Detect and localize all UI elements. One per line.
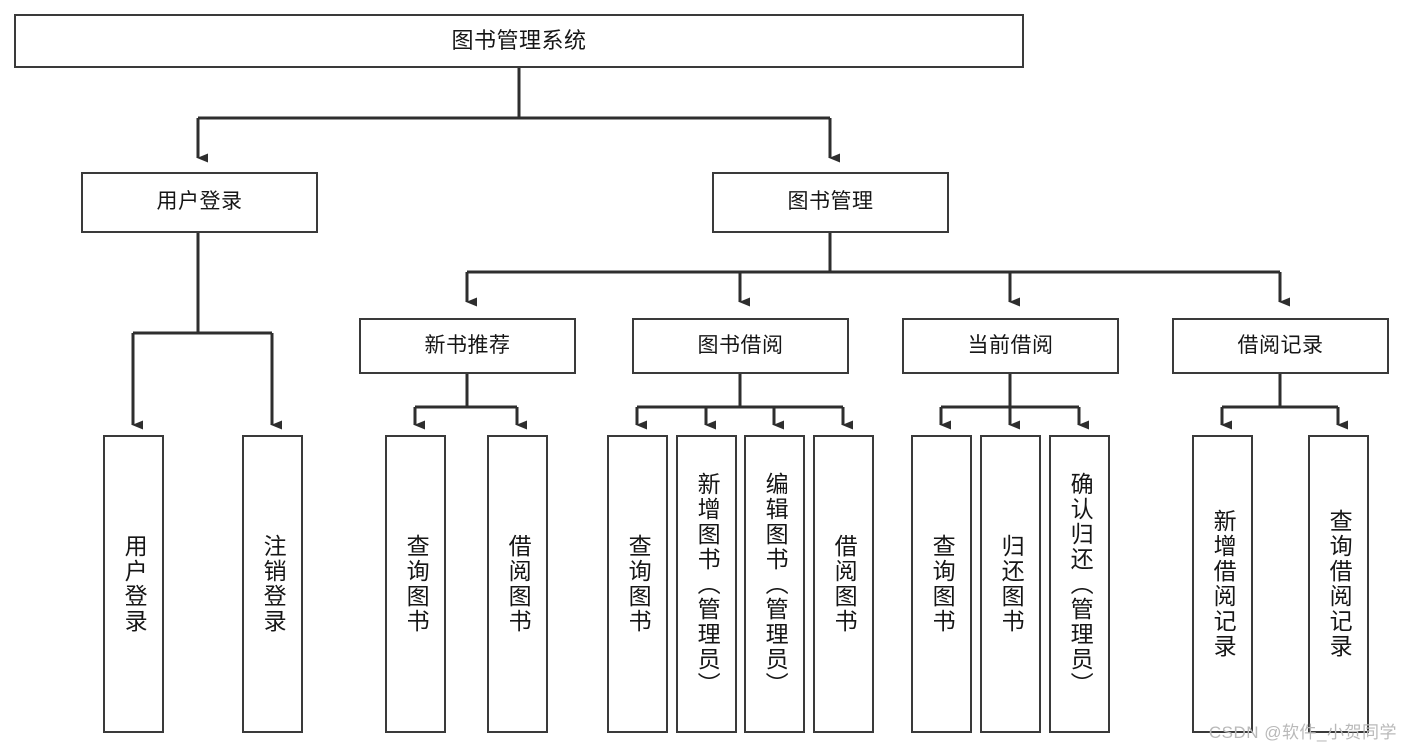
leaf-query-book-1[interactable]: 查询图书 <box>385 435 446 733</box>
leaf-add-book[interactable]: 新增图书（管理员） <box>676 435 737 733</box>
watermark: CSDN @软件_小贺同学 <box>1208 723 1397 742</box>
node-book-management-label: 图书管理 <box>787 190 874 214</box>
node-user-login[interactable]: 用户登录 <box>81 172 318 233</box>
node-root[interactable]: 图书管理系统 <box>14 14 1024 68</box>
node-current-borrow[interactable]: 当前借阅 <box>902 318 1119 374</box>
node-root-label: 图书管理系统 <box>451 28 587 54</box>
node-book-borrow[interactable]: 图书借阅 <box>632 318 849 374</box>
node-borrow-record[interactable]: 借阅记录 <box>1172 318 1389 374</box>
node-book-borrow-label: 图书借阅 <box>697 333 784 357</box>
leaf-return-book[interactable]: 归还图书 <box>980 435 1041 733</box>
leaf-user-login[interactable]: 用户登录 <box>103 435 164 733</box>
node-new-book-recommend-label: 新书推荐 <box>424 333 511 357</box>
leaf-return-book-label: 归还图书 <box>998 534 1025 634</box>
leaf-query-book-2[interactable]: 查询图书 <box>607 435 668 733</box>
leaf-edit-book[interactable]: 编辑图书（管理员） <box>744 435 805 733</box>
node-book-management[interactable]: 图书管理 <box>712 172 949 233</box>
leaf-add-record[interactable]: 新增借阅记录 <box>1192 435 1253 733</box>
node-current-borrow-label: 当前借阅 <box>967 333 1054 357</box>
node-user-login-label: 用户登录 <box>156 190 243 214</box>
leaf-user-login-label: 用户登录 <box>121 534 148 634</box>
leaf-confirm-return-label: 确认归还（管理员） <box>1067 471 1094 697</box>
leaf-confirm-return[interactable]: 确认归还（管理员） <box>1049 435 1110 733</box>
leaf-query-record[interactable]: 查询借阅记录 <box>1308 435 1369 733</box>
node-new-book-recommend[interactable]: 新书推荐 <box>359 318 576 374</box>
node-borrow-record-label: 借阅记录 <box>1237 333 1324 357</box>
leaf-borrow-book-1-label: 借阅图书 <box>505 534 532 634</box>
leaf-query-book-1-label: 查询图书 <box>403 534 430 634</box>
leaf-user-logout[interactable]: 注销登录 <box>242 435 303 733</box>
leaf-user-logout-label: 注销登录 <box>260 534 287 634</box>
leaf-add-record-label: 新增借阅记录 <box>1210 509 1237 659</box>
leaf-query-book-2-label: 查询图书 <box>625 534 652 634</box>
leaf-query-book-3-label: 查询图书 <box>929 534 956 634</box>
leaf-borrow-book-1[interactable]: 借阅图书 <box>487 435 548 733</box>
leaf-borrow-book-2-label: 借阅图书 <box>831 534 858 634</box>
leaf-edit-book-label: 编辑图书（管理员） <box>762 471 789 697</box>
leaf-query-book-3[interactable]: 查询图书 <box>911 435 972 733</box>
leaf-add-book-label: 新增图书（管理员） <box>694 471 721 697</box>
leaf-query-record-label: 查询借阅记录 <box>1326 509 1353 659</box>
leaf-borrow-book-2[interactable]: 借阅图书 <box>813 435 874 733</box>
